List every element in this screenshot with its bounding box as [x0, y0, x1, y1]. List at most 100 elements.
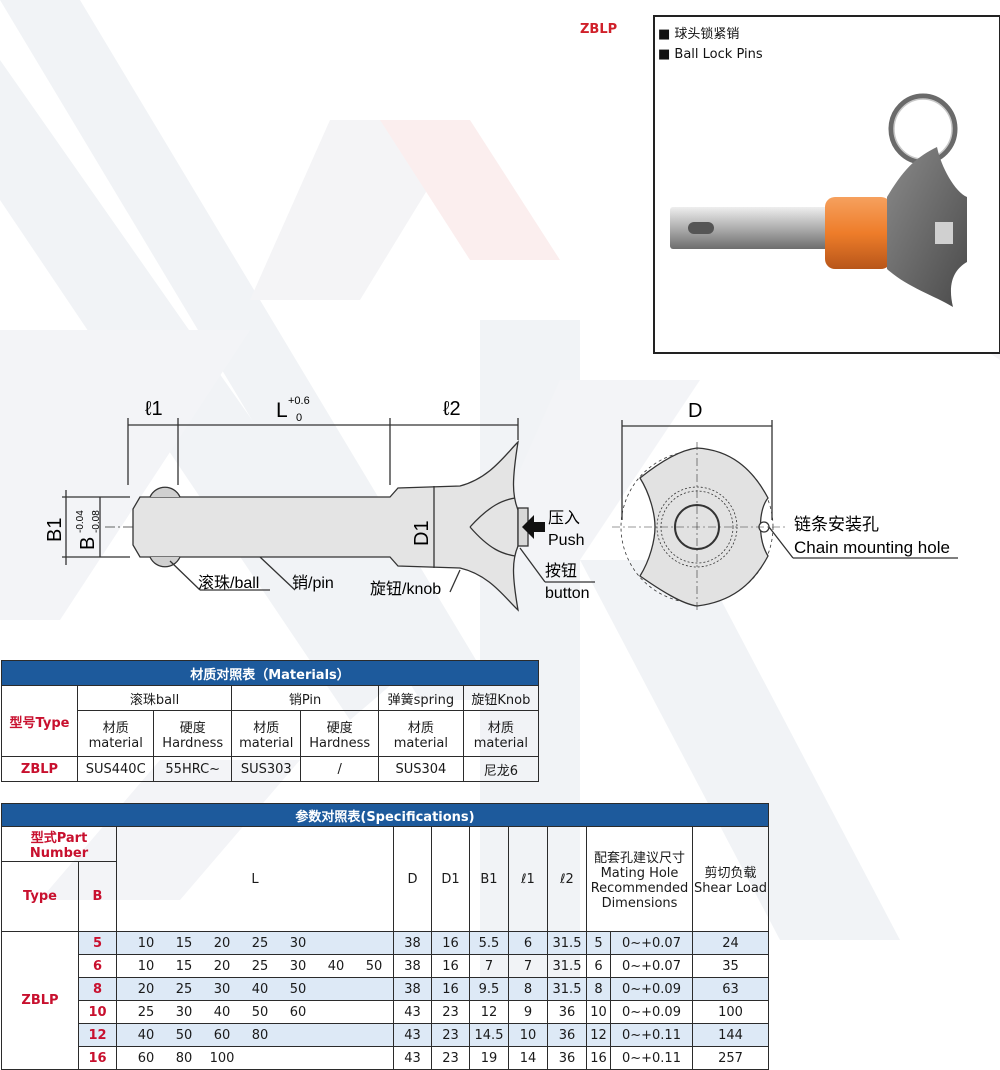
length-value: 15	[175, 935, 193, 951]
length-value: 10	[137, 958, 155, 974]
dim-L-tol-lower: 0	[296, 412, 302, 424]
dim-B-tol-lower: -0.08	[91, 510, 102, 533]
L-header: L	[116, 826, 394, 932]
pin-label: 销/pin	[292, 574, 334, 592]
length-value: 20	[213, 958, 231, 974]
table-cell: 24	[692, 931, 769, 955]
length-value: 80	[175, 1050, 193, 1066]
length-cell: 20 25 30 40 50	[116, 977, 394, 1001]
length-value: 50	[251, 1004, 269, 1020]
table-cell: 55HRC~	[153, 756, 233, 782]
B-header: B	[78, 861, 117, 932]
group-ball: 滚珠ball	[76, 685, 233, 711]
type-cell: ZBLP	[1, 931, 79, 1070]
length-value: 50	[289, 981, 307, 997]
specs-title: 参数对照表(Specifications)	[1, 803, 769, 827]
length-value: 20	[137, 981, 155, 997]
table-cell: 0~+0.11	[609, 1046, 694, 1070]
length-value: 60	[213, 1027, 231, 1043]
dim-D1: D1	[411, 520, 433, 546]
specifications-table: 参数对照表(Specifications) 型式Part Number L D …	[1, 803, 769, 1070]
length-value: 30	[175, 1004, 193, 1020]
dim-B1: B1	[44, 518, 66, 542]
table-cell: 6	[586, 954, 611, 978]
length-value: 10	[137, 935, 155, 951]
dim-B-tol-upper: -0.04	[75, 510, 86, 533]
table-cell: 16	[586, 1046, 611, 1070]
table-cell: 5.5	[469, 931, 509, 955]
length-value: 40	[251, 981, 269, 997]
table-cell: SUS303	[231, 756, 302, 782]
length-value: 60	[289, 1004, 307, 1020]
b-cell: 6	[78, 954, 117, 978]
table-cell: 6	[508, 931, 548, 955]
length-value: 30	[213, 981, 231, 997]
button-label-en: button	[545, 585, 589, 602]
length-value: 50	[175, 1027, 193, 1043]
group-pin: 销Pin	[231, 685, 380, 711]
b-cell: 5	[78, 931, 117, 955]
photo-label-en: ■ Ball Lock Pins	[658, 47, 763, 62]
length-value: 25	[137, 1004, 155, 1020]
length-value: 80	[251, 1027, 269, 1043]
table-cell: 5	[586, 931, 611, 955]
table-cell: 38	[393, 977, 432, 1001]
button-label-cn: 按钮	[545, 562, 577, 580]
B1-header: B1	[469, 826, 509, 932]
photo-label-cn: ■ 球头锁紧销	[658, 27, 740, 42]
table-cell: 31.5	[547, 954, 587, 978]
length-value: 30	[289, 958, 307, 974]
table-cell: 7	[469, 954, 509, 978]
table-cell: 38	[393, 954, 432, 978]
table-cell: 8	[586, 977, 611, 1001]
l2-header: ℓ2	[547, 826, 587, 932]
dim-L-tol-upper: +0.6	[288, 395, 310, 407]
table-cell: 9.5	[469, 977, 509, 1001]
chain-hole-label-cn: 链条安装孔	[794, 515, 879, 534]
length-value: 20	[213, 935, 231, 951]
knob-label: 旋钮/knob	[370, 580, 441, 598]
materials-title: 材质对照表（Materials）	[1, 660, 539, 686]
part-number-header: 型式Part Number	[1, 826, 117, 862]
table-cell: 0~+0.07	[609, 954, 694, 978]
b-cell: 10	[78, 1000, 117, 1024]
table-cell: 36	[547, 1046, 587, 1070]
dim-l2: ℓ2	[443, 398, 461, 420]
table-cell: 257	[692, 1046, 769, 1070]
table-cell: 144	[692, 1023, 769, 1047]
table-cell: 43	[393, 1046, 432, 1070]
length-value: 30	[289, 935, 307, 951]
table-cell: 63	[692, 977, 769, 1001]
dim-L: L	[276, 399, 288, 422]
table-cell: 7	[508, 954, 548, 978]
table-cell: 100	[692, 1000, 769, 1024]
push-label-en: Push	[548, 532, 584, 549]
table-cell: 23	[431, 1046, 470, 1070]
length-value: 15	[175, 958, 193, 974]
length-value: 25	[175, 981, 193, 997]
length-value: 60	[137, 1050, 155, 1066]
product-code: ZBLP	[580, 22, 618, 37]
front-view	[612, 420, 958, 612]
table-cell: 8	[508, 977, 548, 1001]
table-cell: SUS440C	[76, 756, 155, 782]
table-cell: 43	[393, 1000, 432, 1024]
b-cell: 12	[78, 1023, 117, 1047]
table-cell: 12	[469, 1000, 509, 1024]
